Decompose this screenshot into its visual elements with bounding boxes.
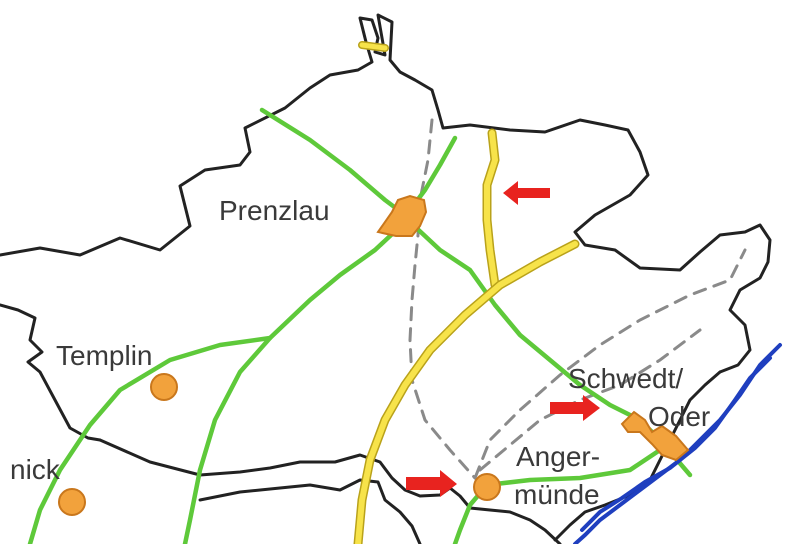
town-marker-templin (150, 373, 178, 401)
highway (355, 241, 578, 544)
river (580, 356, 772, 532)
arrow-right-icon (550, 395, 600, 421)
road (259, 107, 408, 218)
highway (484, 130, 498, 288)
county-border-west (0, 303, 102, 442)
place-label-prenzlau: Prenzlau (219, 195, 330, 226)
place-label-muende: münde (514, 479, 600, 510)
highway (359, 42, 388, 51)
town-marker-prenzlau (376, 194, 428, 237)
place-label-templin: Templin (56, 340, 153, 371)
county-border-east (553, 370, 722, 542)
town-marker-nick (58, 488, 86, 516)
region-border (0, 13, 772, 374)
place-label-oder: Oder (648, 401, 711, 432)
arrow-right-icon (406, 470, 457, 497)
place-label-anger: Anger- (516, 441, 601, 472)
railway-line (478, 328, 702, 472)
arrow-left-icon (503, 181, 550, 205)
town-marker-angermuende (473, 473, 501, 501)
place-label-schwedt: Schwedt/ (568, 363, 684, 394)
railway-line (408, 118, 477, 480)
place-label-nick: nick (10, 454, 60, 485)
town-marker-schwedt (620, 410, 690, 462)
road (27, 335, 273, 544)
road (182, 219, 408, 544)
county-border-south (98, 438, 562, 544)
railway-line (473, 248, 747, 480)
road (484, 447, 663, 488)
county-border-south-2 (198, 478, 422, 544)
